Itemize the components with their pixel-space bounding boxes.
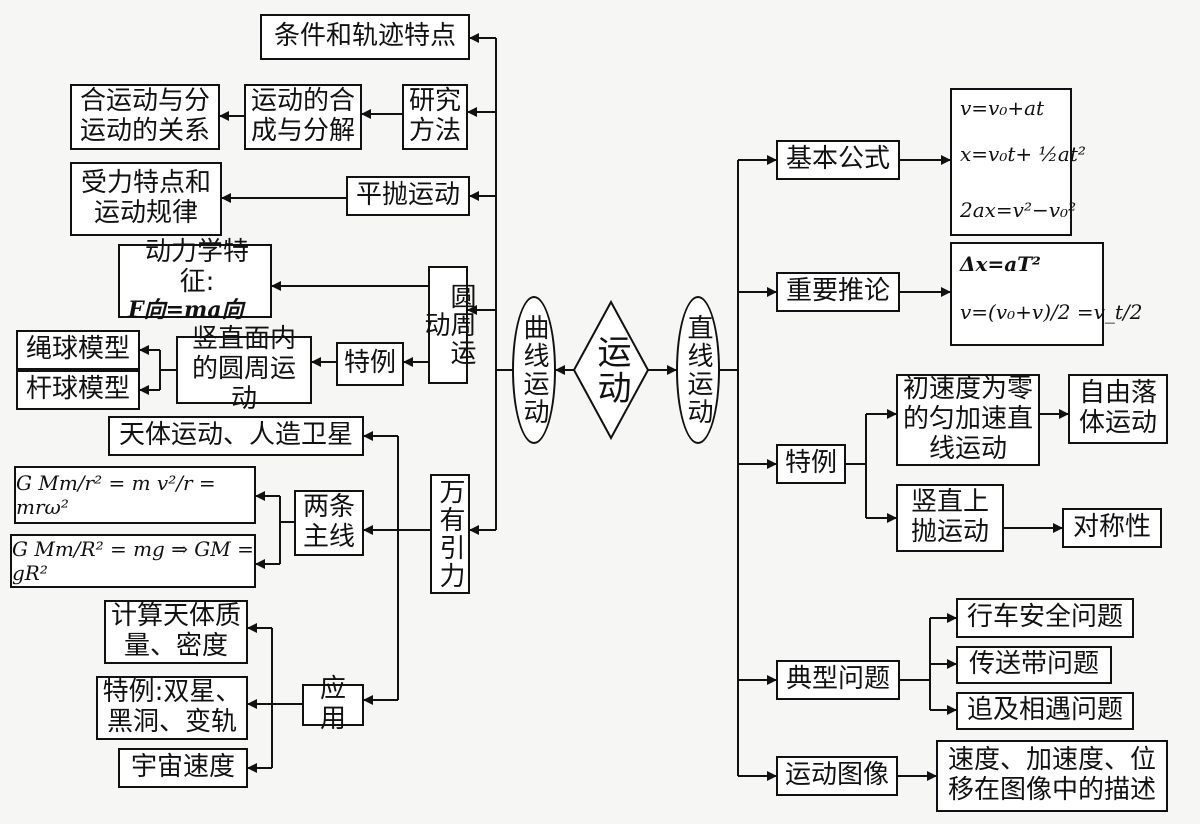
center-title: 运动 [591, 334, 631, 406]
left-root-node: 曲线运动 [512, 296, 556, 444]
node-special-left: 特例 [336, 342, 404, 386]
center-diamond [572, 299, 650, 441]
node-typical-problems: 典型问题 [776, 660, 900, 700]
node-vertical-circle: 竖直面内的圆周运动 [176, 324, 312, 414]
node-conveyor: 传送带问题 [956, 646, 1112, 684]
node-projectile-detail: 受力特点和运动规律 [70, 162, 222, 236]
inference-formula-2: v=(v₀+v)/2 =v_t/2 [960, 300, 1143, 324]
node-vertical-throw: 竖直上抛运动 [896, 484, 1004, 552]
formula-gravity-centripetal: G Mm/r² = m v²/r = mrω² [14, 466, 256, 524]
basic-formula-1: v=v₀+at [960, 96, 1045, 120]
formula-gravity-surface: G Mm/R² = mg ⇒ GM = gR² [10, 534, 256, 588]
node-conditions: 条件和轨迹特点 [260, 14, 470, 60]
node-application: 应用 [302, 674, 364, 734]
node-rod-model: 杆球模型 [16, 370, 140, 410]
node-chase: 追及相遇问题 [956, 692, 1134, 730]
basic-formula-box: v=v₀+at x=v₀t+ ½at² 2ax=v²−v₀² [950, 88, 1086, 236]
node-motion-graph: 运动图像 [776, 756, 898, 796]
dynamics-label: 动力学特征: [144, 237, 249, 298]
node-circular: 圆周运动 [420, 266, 476, 384]
node-special-right: 特例 [776, 444, 846, 484]
node-two-lines: 两条主线 [294, 490, 364, 556]
node-symmetry: 对称性 [1062, 508, 1162, 548]
inference-formula-1: Δx=aT² [960, 252, 1041, 276]
node-relation: 合运动与分运动的关系 [70, 84, 220, 150]
node-free-fall: 自由落体运动 [1068, 374, 1168, 444]
node-research-method: 研究方法 [402, 84, 468, 150]
node-gravitation: 万有引力 [430, 474, 470, 594]
node-rope-model: 绳球模型 [16, 330, 140, 370]
node-graph-description: 速度、加速度、位移在图像中的描述 [936, 740, 1168, 812]
basic-formula-2: x=v₀t+ ½at² [960, 142, 1086, 166]
node-traffic-safety: 行车安全问题 [956, 598, 1134, 638]
node-cosmic-speed: 宇宙速度 [118, 748, 248, 788]
node-special-cases: 特例:双星、黑洞、变轨 [96, 676, 248, 740]
node-inference: 重要推论 [776, 272, 900, 312]
node-mass-density: 计算天体质量、密度 [104, 600, 248, 664]
node-basic-formulas: 基本公式 [776, 140, 900, 180]
right-root-node: 直线运动 [676, 296, 720, 444]
node-synthesis: 运动的合成与分解 [244, 84, 362, 150]
dynamics-formula: F向=ma向 [128, 297, 244, 324]
node-dynamics: 动力学特征: F向=ma向 [118, 238, 272, 323]
basic-formula-3: 2ax=v²−v₀² [960, 198, 1077, 222]
node-projectile: 平抛运动 [346, 176, 470, 216]
node-zero-initial: 初速度为零的匀加速直线运动 [896, 374, 1040, 466]
node-celestial: 天体运动、人造卫星 [108, 416, 364, 456]
inference-formula-box: Δx=aT² v=(v₀+v)/2 =v_t/2 [950, 242, 1142, 346]
